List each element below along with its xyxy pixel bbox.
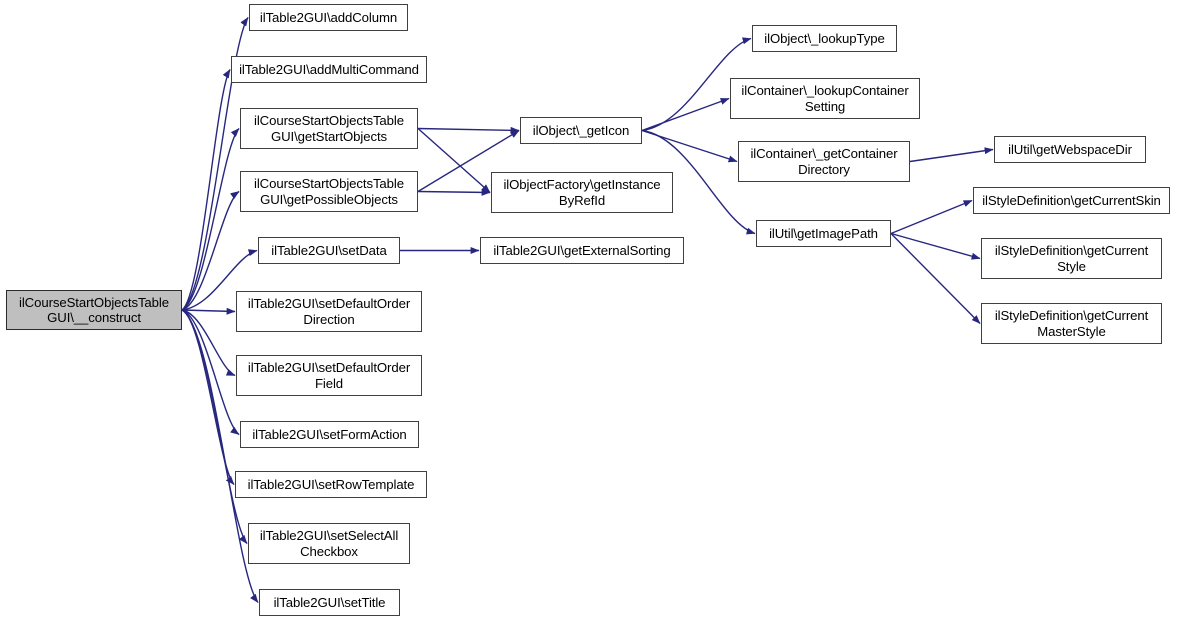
graph-node-getImagePath[interactable]: ilUtil\getImagePath	[756, 220, 891, 247]
graph-edge-construct-to-getStartObjects	[181, 128, 240, 311]
graph-edge-construct-to-addMultiCommand	[181, 68, 231, 311]
graph-edge-construct-to-setRowTemplate	[181, 309, 235, 485]
graph-edge-construct-to-setSelectAllCheckbox	[181, 309, 248, 544]
graph-edge-construct-to-getPossibleObjects	[181, 190, 240, 311]
graph-node-construct[interactable]: ilCourseStartObjectsTable GUI\__construc…	[6, 290, 182, 330]
graph-node-setData[interactable]: ilTable2GUI\setData	[258, 237, 400, 264]
graph-node-getIcon[interactable]: ilObject\_getIcon	[520, 117, 642, 144]
graph-node-setSelectAllCheckbox[interactable]: ilTable2GUI\setSelectAll Checkbox	[248, 523, 410, 564]
graph-edge-getContainerDirectory-to-getWebspaceDir	[909, 147, 994, 163]
graph-edge-construct-to-setDefaultOrderDir	[181, 307, 236, 315]
graph-node-addColumn[interactable]: ilTable2GUI\addColumn	[249, 4, 408, 31]
graph-node-getContainerDirectory[interactable]: ilContainer\_getContainer Directory	[738, 141, 910, 182]
graph-node-setTitle[interactable]: ilTable2GUI\setTitle	[259, 589, 400, 616]
graph-node-addMultiCommand[interactable]: ilTable2GUI\addMultiCommand	[231, 56, 427, 83]
graph-node-getCurrentMasterStyle[interactable]: ilStyleDefinition\getCurrent MasterStyle	[981, 303, 1162, 344]
graph-node-getStartObjects[interactable]: ilCourseStartObjectsTable GUI\getStartOb…	[240, 108, 418, 149]
graph-node-setDefaultOrderDir[interactable]: ilTable2GUI\setDefaultOrder Direction	[236, 291, 422, 332]
graph-edge-construct-to-setTitle	[181, 309, 259, 603]
graph-node-getCurrentSkin[interactable]: ilStyleDefinition\getCurrentSkin	[973, 187, 1170, 214]
graph-node-setDefaultOrderField[interactable]: ilTable2GUI\setDefaultOrder Field	[236, 355, 422, 396]
graph-edge-getIcon-to-lookupContainerSetting	[641, 97, 730, 132]
graph-edge-getImagePath-to-getCurrentMasterStyle	[890, 233, 981, 324]
graph-node-lookupType[interactable]: ilObject\_lookupType	[752, 25, 897, 52]
graph-node-getExternalSorting[interactable]: ilTable2GUI\getExternalSorting	[480, 237, 684, 264]
graph-node-setRowTemplate[interactable]: ilTable2GUI\setRowTemplate	[235, 471, 427, 498]
graph-node-getPossibleObjects[interactable]: ilCourseStartObjectsTable GUI\getPossibl…	[240, 171, 418, 212]
graph-edge-getImagePath-to-getCurrentStyle	[890, 232, 981, 260]
graph-edge-construct-to-setDefaultOrderField	[181, 309, 236, 377]
graph-node-setFormAction[interactable]: ilTable2GUI\setFormAction	[240, 421, 419, 448]
graph-edge-getIcon-to-getContainerDirectory	[641, 129, 738, 163]
graph-edge-construct-to-setFormAction	[181, 309, 240, 436]
graph-edge-getImagePath-to-getCurrentSkin	[890, 199, 973, 235]
graph-node-getInstanceByRefId[interactable]: ilObjectFactory\getInstance ByRefId	[491, 172, 673, 213]
graph-node-lookupContainerSetting[interactable]: ilContainer\_lookupContainer Setting	[730, 78, 920, 119]
graph-edge-getStartObjects-to-getInstanceByRefId	[417, 127, 491, 194]
graph-node-getWebspaceDir[interactable]: ilUtil\getWebspaceDir	[994, 136, 1146, 163]
graph-edge-getPossibleObjects-to-getInstanceByRefId	[417, 188, 491, 196]
graph-edge-getStartObjects-to-getIcon	[417, 126, 520, 134]
graph-node-getCurrentStyle[interactable]: ilStyleDefinition\getCurrent Style	[981, 238, 1162, 279]
